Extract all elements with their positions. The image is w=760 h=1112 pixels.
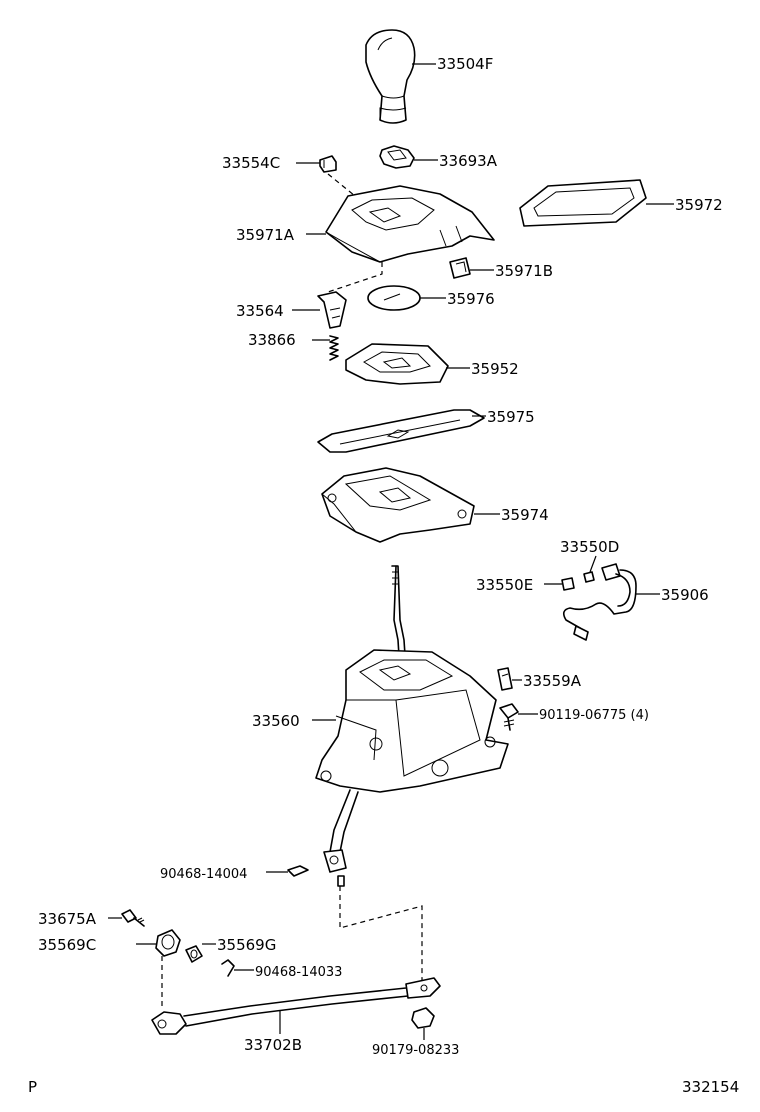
control-rod-33702B[interactable] [151, 977, 441, 1035]
spring-33866[interactable] [329, 335, 339, 361]
housing-35974[interactable] [321, 467, 475, 543]
label-35569G: 35569G [217, 936, 276, 954]
label-33550E: 33550E [476, 576, 533, 594]
bezel-35972[interactable] [519, 179, 647, 227]
label-35976: 35976 [447, 290, 495, 308]
label-35569C: 35569C [38, 936, 96, 954]
dust-cover-35975[interactable] [317, 409, 485, 453]
bushing-35569G[interactable] [185, 945, 203, 963]
label-33504F: 33504F [437, 55, 493, 73]
label-90179-08233: 90179-08233 [372, 1043, 459, 1058]
label-33560: 33560 [252, 712, 300, 730]
shift-knob-33504F[interactable] [365, 29, 416, 124]
indicator-housing-35971A[interactable] [325, 185, 495, 263]
label-33559A: 33559A [523, 672, 582, 690]
slider-33564[interactable] [317, 291, 347, 329]
lower-lever-arm[interactable] [323, 789, 359, 873]
label-33564: 33564 [236, 302, 284, 320]
bushing-35569C[interactable] [155, 929, 181, 957]
label-90468-14033: 90468-14033 [255, 965, 342, 980]
plate-35976[interactable] [367, 285, 421, 311]
label-35971B: 35971B [495, 262, 553, 280]
label-33866: 33866 [248, 331, 296, 349]
clip-35971B[interactable] [449, 257, 471, 279]
label-35971A: 35971A [236, 226, 295, 244]
bolt-33675A[interactable] [121, 909, 145, 927]
bolt-90119-06775[interactable] [499, 703, 519, 731]
clip-90468-14033[interactable] [221, 959, 235, 977]
label-33693A: 33693A [439, 152, 498, 170]
label-35952: 35952 [471, 360, 519, 378]
label-33554C: 33554C [222, 154, 280, 172]
label-90119: 90119-06775 (4) [539, 708, 649, 723]
label-90468-14004: 90468-14004 [160, 867, 247, 882]
nut-90179-08233[interactable] [411, 1007, 435, 1029]
socket-33550E[interactable] [561, 577, 575, 591]
label-35972: 35972 [675, 196, 723, 214]
shift-lever-assembly-33560[interactable] [315, 649, 509, 793]
footer-left-mark: P [28, 1078, 37, 1096]
pin[interactable] [337, 875, 345, 887]
clip-33559A[interactable] [497, 667, 513, 691]
label-35975: 35975 [487, 408, 535, 426]
label-35906: 35906 [661, 586, 709, 604]
wire-harness-35906[interactable] [562, 563, 637, 641]
diagram-number: 332154 [682, 1078, 739, 1096]
bulb-33550D[interactable] [583, 571, 595, 583]
label-33550D: 33550D [560, 538, 619, 556]
plate-35952[interactable] [345, 343, 449, 385]
label-33702B: 33702B [244, 1036, 302, 1054]
clip-33693A[interactable] [379, 145, 415, 169]
label-35974: 35974 [501, 506, 549, 524]
label-33675A: 33675A [38, 910, 97, 928]
clip-33554C[interactable] [319, 155, 337, 173]
clip-90468-14004[interactable] [287, 865, 309, 877]
